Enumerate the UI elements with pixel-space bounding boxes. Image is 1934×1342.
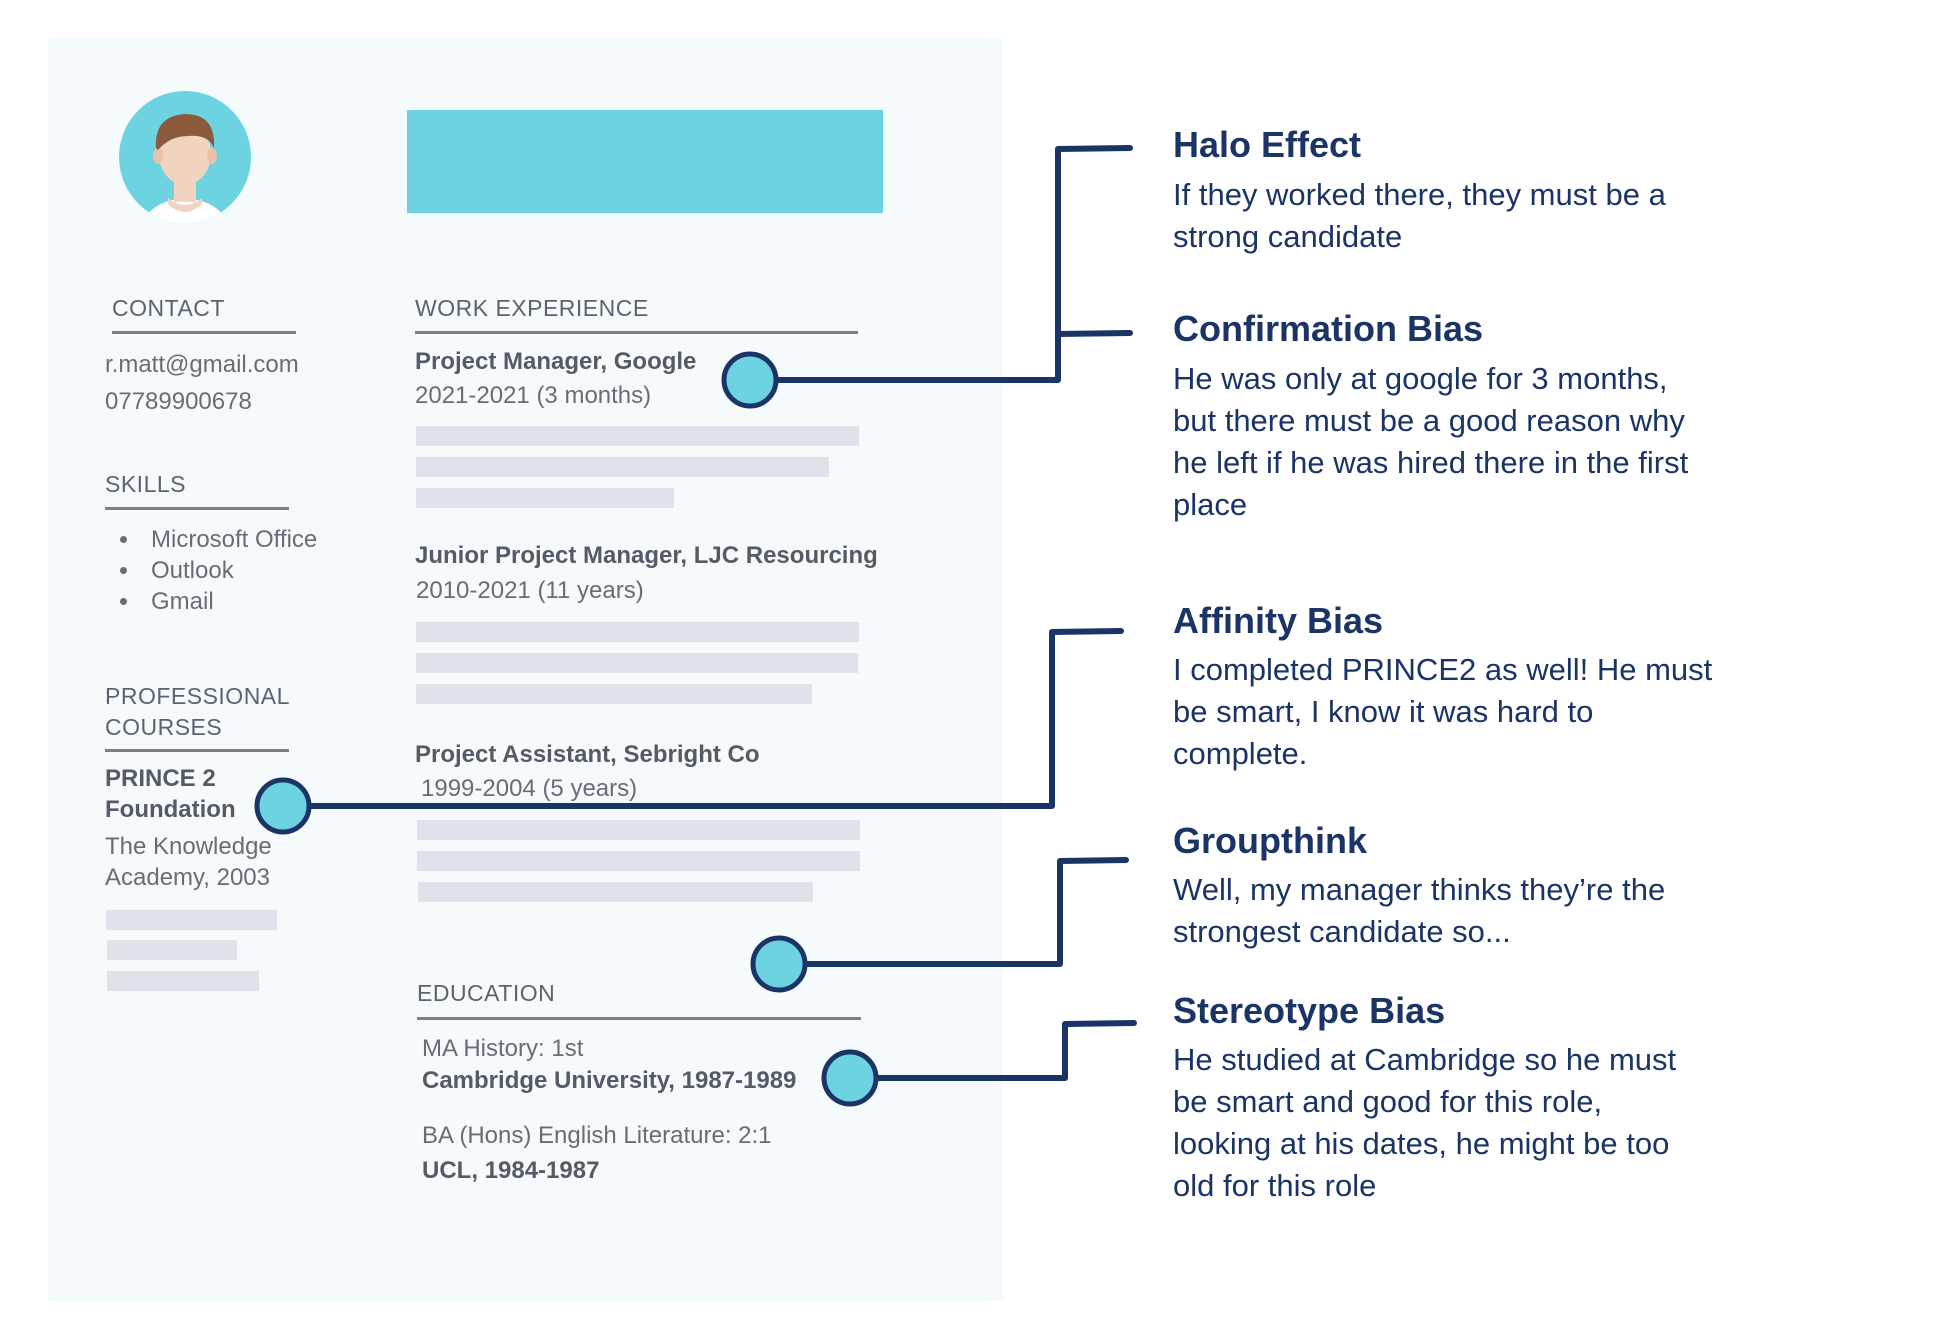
job-dates: 1999-2004 (5 years): [421, 775, 638, 802]
education-divider: [417, 1017, 861, 1020]
bias-description-line: He studied at Cambridge so he must: [1173, 1042, 1677, 1077]
bias-description-line: be smart, I know it was hard to: [1173, 694, 1594, 729]
work-divider: [415, 331, 858, 334]
courses-heading-line1: PROFESSIONAL: [105, 683, 290, 709]
bias-description-line: old for this role: [1173, 1168, 1377, 1203]
job-dates: 2021-2021 (3 months): [415, 382, 652, 409]
skills-divider: [105, 507, 289, 510]
name-banner: [407, 110, 883, 213]
marker-dot: [254, 777, 312, 835]
skill-item: Microsoft Office: [141, 524, 317, 555]
school: Cambridge University, 1987-1989: [422, 1067, 797, 1094]
work-heading: WORK EXPERIENCE: [415, 295, 649, 321]
placeholder-bar: [416, 488, 674, 508]
courses-heading: PROFESSIONAL COURSES: [105, 681, 290, 743]
bias-description-line: strongest candidate so...: [1173, 914, 1511, 949]
placeholder-bar: [416, 426, 859, 446]
connector-groupthink: [775, 857, 1129, 967]
job-title: Project Assistant, Sebright Co: [415, 741, 760, 768]
bias-description-line: be smart and good for this role,: [1173, 1084, 1603, 1119]
job-title: Project Manager, Google: [415, 348, 697, 375]
marker-dot: [721, 351, 779, 409]
bias-description-line: He was only at google for 3 months,: [1173, 361, 1668, 396]
connector-confirmation-bias: [1055, 330, 1133, 337]
contact-divider: [112, 331, 296, 334]
education-heading: EDUCATION: [417, 980, 556, 1006]
bias-title-affinity-bias: Affinity Bias: [1173, 600, 1384, 641]
bias-description-line: but there must be a good reason why: [1173, 403, 1685, 438]
bias-description-affinity-bias: I completed PRINCE2 as well! He must be …: [1173, 649, 1793, 775]
placeholder-bar: [416, 653, 858, 673]
placeholder-bar: [416, 684, 812, 704]
bias-title-stereotype-bias: Stereotype Bias: [1173, 990, 1446, 1031]
marker-dot: [750, 935, 808, 993]
courses-divider: [105, 749, 289, 752]
skills-heading: SKILLS: [105, 471, 186, 497]
placeholder-bar: [106, 910, 277, 930]
job-dates: 2010-2021 (11 years): [416, 577, 644, 604]
course-provider-line2: Academy, 2003: [105, 864, 270, 891]
bias-description-confirmation-bias: He was only at google for 3 months, but …: [1173, 358, 1793, 526]
course-name-line2: Foundation: [105, 796, 236, 823]
placeholder-bar: [416, 457, 829, 477]
bias-description-line: I completed PRINCE2 as well! He must: [1173, 652, 1713, 687]
bias-description-line: place: [1173, 487, 1248, 522]
bias-title-groupthink: Groupthink: [1173, 820, 1367, 861]
avatar: [119, 91, 251, 223]
course-provider: The Knowledge Academy, 2003: [105, 831, 272, 893]
degree: MA History: 1st: [422, 1035, 584, 1062]
placeholder-bar: [417, 851, 860, 871]
placeholder-bar: [416, 622, 859, 642]
skill-item: Outlook: [141, 555, 317, 586]
marker-dot: [821, 1049, 879, 1107]
course-name: PRINCE 2 Foundation: [105, 763, 236, 825]
connector-halo-effect: [745, 145, 1133, 383]
school: UCL, 1984-1987: [422, 1157, 600, 1184]
bias-description-line: strong candidate: [1173, 219, 1403, 254]
bias-description-halo-effect: If they worked there, they must be a str…: [1173, 174, 1793, 258]
degree: BA (Hons) English Literature: 2:1: [422, 1122, 772, 1149]
placeholder-bar: [107, 971, 259, 991]
skill-item: Gmail: [141, 586, 317, 617]
bias-description-line: Well, my manager thinks they’re the: [1173, 872, 1666, 907]
contact-email: r.matt@gmail.com: [105, 351, 299, 378]
bias-description-stereotype-bias: He studied at Cambridge so he must be sm…: [1173, 1039, 1793, 1207]
job-title: Junior Project Manager, LJC Resourcing: [415, 542, 878, 569]
placeholder-bar: [107, 940, 237, 960]
bias-description-line: looking at his dates, he might be too: [1173, 1126, 1670, 1161]
contact-heading: CONTACT: [112, 295, 225, 321]
connector-affinity-bias: [282, 628, 1124, 809]
skills-list: Microsoft Office Outlook Gmail: [105, 524, 317, 617]
course-name-line1: PRINCE 2: [105, 765, 216, 792]
contact-phone: 07789900678: [105, 388, 252, 415]
bias-description-line: he left if he was hired there in the fir…: [1173, 445, 1689, 480]
courses-heading-line2: COURSES: [105, 714, 223, 740]
bias-title-confirmation-bias: Confirmation Bias: [1173, 308, 1484, 349]
bias-description-groupthink: Well, my manager thinks they’re the stro…: [1173, 869, 1793, 953]
bias-title-halo-effect: Halo Effect: [1173, 124, 1362, 165]
course-provider-line1: The Knowledge: [105, 833, 272, 860]
placeholder-bar: [417, 820, 860, 840]
bias-description-line: If they worked there, they must be a: [1173, 177, 1666, 212]
connector-stereotype-bias: [847, 1020, 1137, 1081]
placeholder-bar: [418, 882, 813, 902]
bias-description-line: complete.: [1173, 736, 1308, 771]
